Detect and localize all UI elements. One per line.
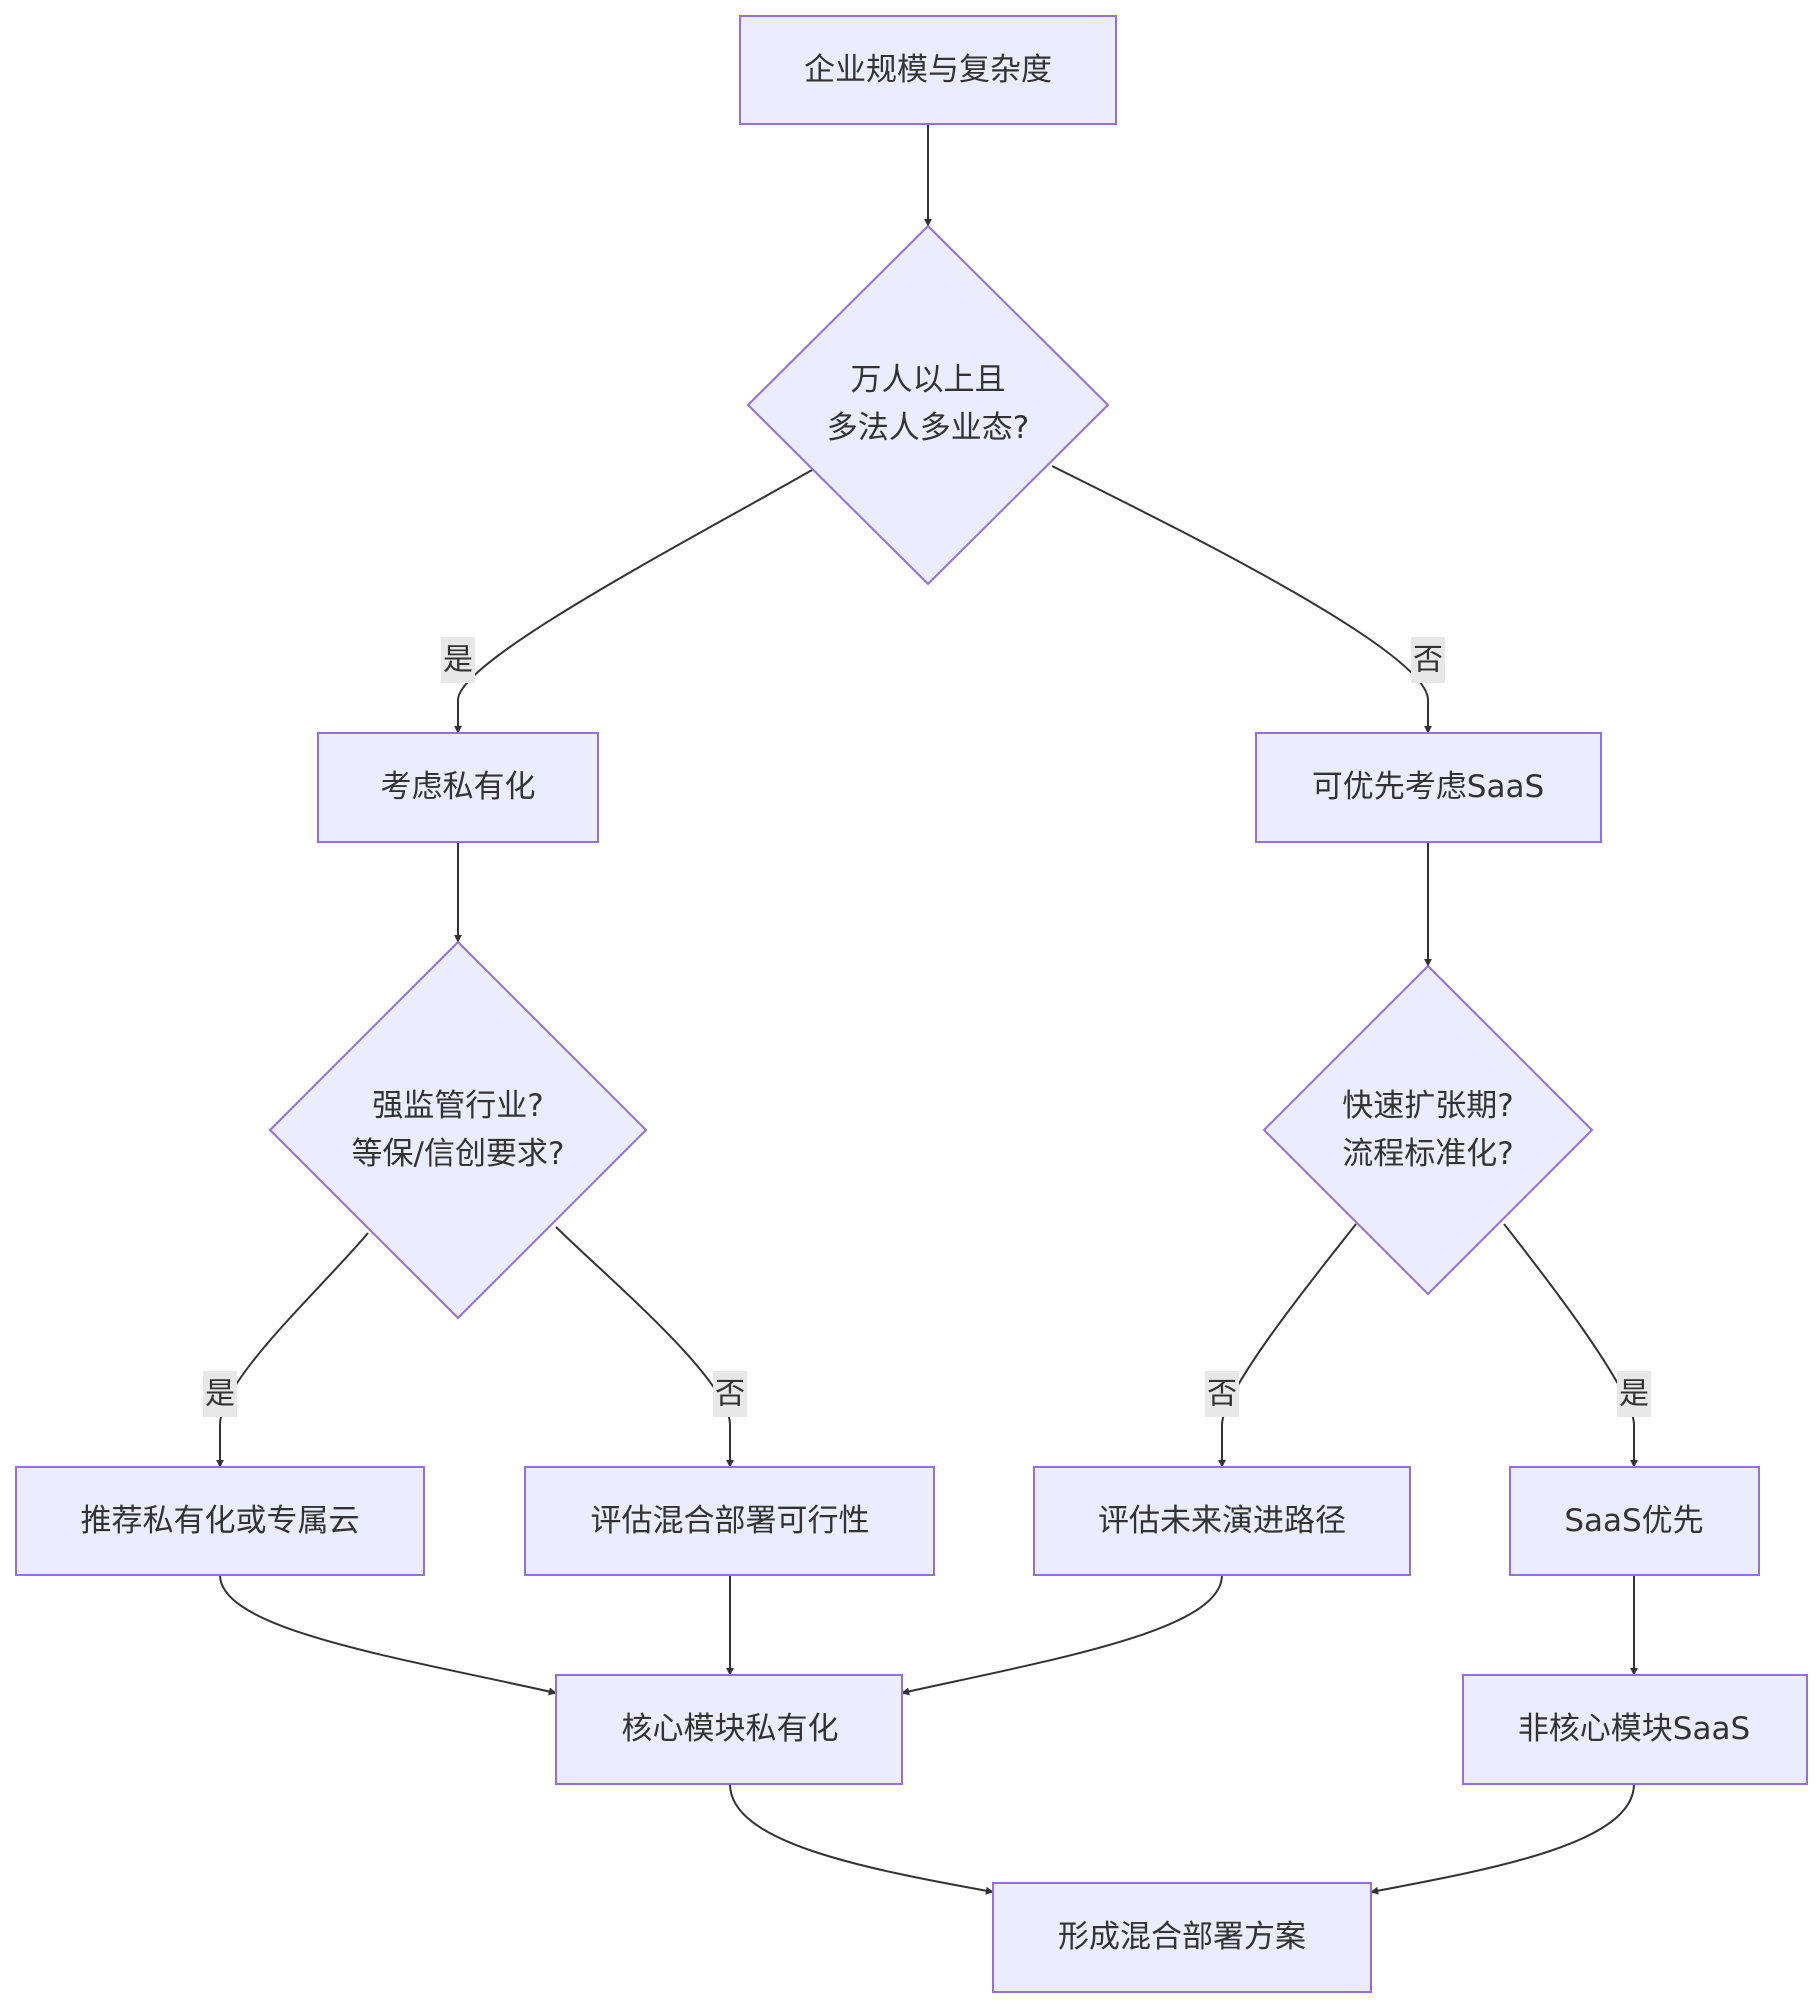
node-label: 评估未来演进路径 [1098, 1503, 1346, 1539]
node-decision-regulation: 强监管行业? 等保/信创要求? [268, 940, 648, 1320]
edge-q2-to-eval-hybrid [555, 1226, 734, 1468]
node-label: 考虑私有化 [381, 769, 536, 805]
node-label-line: 多法人多业态? [827, 410, 1029, 446]
edge-label-q2-yes: 是 [203, 1371, 237, 1417]
node-consider-private: 考虑私有化 [317, 732, 599, 843]
edge-q3-to-eval-future [1218, 1223, 1357, 1468]
edges [216, 124, 1638, 1895]
edge-q2-to-rec-private [216, 1232, 369, 1468]
node-label: 可优先考虑SaaS [1312, 769, 1544, 805]
node-label-line: 快速扩张期? [1342, 1088, 1513, 1124]
edge-labels: 是 否 是 否 否 是 [203, 637, 1651, 1417]
edge-noncore-to-hybrid-plan [1370, 1783, 1635, 1895]
edge-label-text: 否 [715, 1377, 745, 1412]
edge-label-text: 是 [1619, 1377, 1649, 1412]
nodes: 企业规模与复杂度 万人以上且 多法人多业态? 考虑私有化 可优先考虑SaaS 强… [15, 15, 1808, 1993]
edge-q1-to-private [454, 469, 813, 734]
edge-rec-private-to-core [219, 1574, 557, 1696]
node-label: 评估混合部署可行性 [591, 1503, 870, 1539]
edge-label-text: 否 [1207, 1377, 1237, 1412]
node-decision-expansion: 快速扩张期? 流程标准化? [1262, 964, 1594, 1296]
edge-label-text: 是 [205, 1377, 235, 1412]
node-decision-scale: 万人以上且 多法人多业态? [746, 224, 1110, 586]
node-hybrid-plan: 形成混合部署方案 [992, 1882, 1372, 1993]
edge-label-q3-yes: 是 [1617, 1371, 1651, 1417]
node-label: SaaS优先 [1564, 1503, 1703, 1539]
node-start: 企业规模与复杂度 [739, 15, 1117, 125]
node-label: 形成混合部署方案 [1058, 1919, 1306, 1955]
node-label: 推荐私有化或专属云 [81, 1503, 360, 1539]
node-label: 企业规模与复杂度 [804, 52, 1052, 88]
edge-label-q1-no: 否 [1411, 637, 1445, 683]
node-evaluate-hybrid: 评估混合部署可行性 [524, 1466, 935, 1576]
node-recommend-private: 推荐私有化或专属云 [15, 1466, 425, 1576]
node-label: 非核心模块SaaS [1518, 1711, 1750, 1747]
edge-label-q1-yes: 是 [441, 637, 475, 683]
edge-label-q2-no: 否 [713, 1371, 747, 1417]
edge-core-to-hybrid-plan [729, 1783, 994, 1895]
edge-q1-to-saas-consider [1051, 465, 1432, 734]
node-noncore-saas: 非核心模块SaaS [1462, 1674, 1808, 1785]
node-label-line: 万人以上且 [851, 362, 1006, 398]
node-evaluate-future: 评估未来演进路径 [1033, 1466, 1411, 1576]
node-consider-saas: 可优先考虑SaaS [1255, 732, 1602, 843]
edge-label-text: 是 [443, 643, 473, 678]
edge-label-q3-no: 否 [1205, 1371, 1239, 1417]
node-label: 核心模块私有化 [622, 1711, 839, 1747]
node-label-line: 流程标准化? [1342, 1136, 1513, 1172]
node-label-line: 等保/信创要求? [352, 1136, 565, 1172]
node-core-private: 核心模块私有化 [555, 1674, 903, 1785]
node-saas-priority: SaaS优先 [1509, 1466, 1760, 1576]
edge-eval-future-to-core [901, 1574, 1223, 1696]
edge-label-text: 否 [1413, 643, 1443, 678]
edge-q3-to-saas-priority [1503, 1223, 1638, 1468]
node-label-line: 强监管行业? [372, 1088, 543, 1124]
